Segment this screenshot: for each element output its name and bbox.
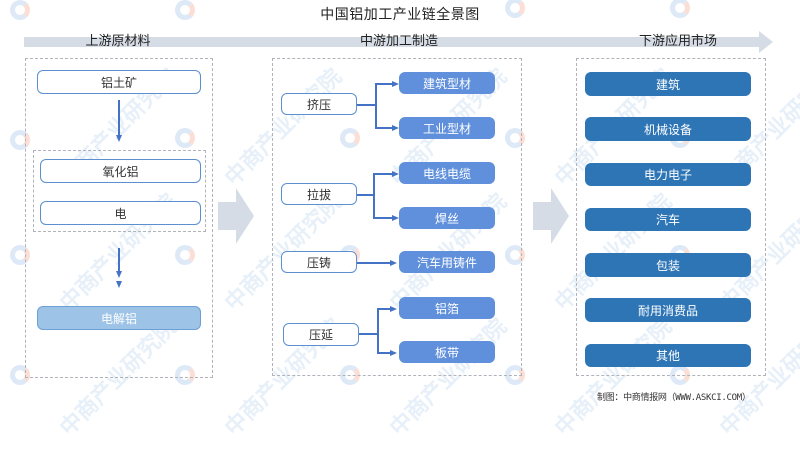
arrow-right-icon [390,306,397,312]
stage-band-arrowhead-icon [759,31,773,53]
connector-line [375,83,394,85]
arrow-right-icon [392,171,399,177]
market-machinery: 机械设备 [585,117,751,141]
connector-line [373,173,394,175]
connector-line [357,194,374,196]
downstream-panel [576,58,766,376]
process-extrusion: 挤压 [281,93,357,115]
market-packaging: 包装 [585,253,751,277]
connector-line [373,173,375,218]
market-other: 其他 [585,344,751,367]
flow-arrow-icon [533,188,569,244]
product-wire-cable: 电线电缆 [399,162,495,184]
arrow-right-icon [392,81,399,87]
market-construction: 建筑 [585,72,751,96]
connector-line [118,248,120,272]
product-industrial-profiles: 工业型材 [399,117,495,139]
process-drawing: 拉拔 [281,183,357,205]
arrow-right-icon [390,260,397,266]
product-welding-wire: 焊丝 [399,207,495,229]
upstream-panel [25,58,213,378]
connector-line [377,352,392,354]
arrow-right-icon [392,125,399,131]
market-durable-goods: 耐用消费品 [585,298,751,322]
connector-line [357,262,392,264]
connector-line [373,217,394,219]
connector-line [118,100,120,136]
product-sheet-strip: 板带 [399,341,495,363]
product-auto-castings: 汽车用铸件 [399,251,495,273]
node-alumina: 氧化铝 [40,159,201,183]
upstream-inputs-group [33,150,206,232]
arrow-down-icon [116,281,122,288]
connector-line [375,83,377,128]
arrow-down-icon [116,271,122,278]
product-aluminum-foil: 铝箔 [399,297,495,319]
stage-label-midstream: 中游加工制造 [359,34,438,49]
arrow-down-icon [116,135,122,142]
stage-label-upstream: 上游原材料 [85,34,151,49]
arrow-right-icon [392,215,399,221]
node-electricity: 电 [40,201,201,225]
connector-line [357,104,375,106]
diagram-title: 中国铝加工产业链全景图 [320,7,480,23]
connector-line [375,127,394,129]
node-electrolytic-aluminum: 电解铝 [37,306,201,330]
product-building-profiles: 建筑型材 [399,72,495,94]
connector-line [377,308,379,353]
source-credit: 制图：中商情报网（WWW.ASKCI.COM） [597,393,751,403]
market-automotive: 汽车 [585,208,751,231]
connector-line [359,333,377,335]
node-bauxite: 铝土矿 [37,70,201,94]
midstream-panel [272,58,522,376]
flow-arrow-icon [218,188,254,244]
process-die-casting: 压铸 [281,251,357,273]
market-power-electronics: 电力电子 [585,163,751,186]
stage-band [24,37,759,47]
connector-line [377,308,392,310]
arrow-right-icon [390,350,397,356]
stage-label-downstream: 下游应用市场 [638,34,717,49]
process-rolling: 压延 [283,323,359,346]
